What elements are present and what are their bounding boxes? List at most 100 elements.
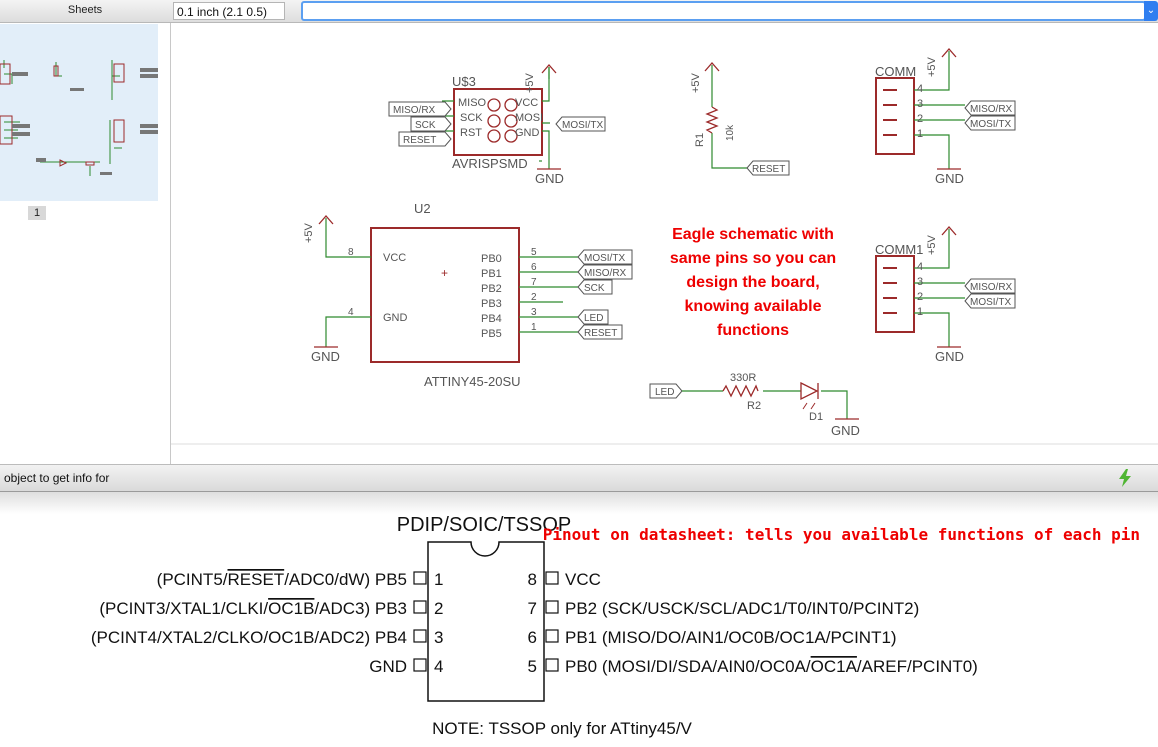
comm-pin-1: 1 (917, 128, 923, 140)
command-line-input[interactable] (301, 1, 1146, 21)
u2-num-1: 1 (531, 322, 537, 333)
u2-pin-pb0: PB0 (481, 253, 502, 265)
u3-label-miso: MISO/RX (393, 105, 436, 116)
u2-pin-gnd: GND (383, 312, 408, 324)
comm-gnd: GND (935, 171, 964, 186)
comm-pin-3: 3 (917, 98, 923, 110)
r2-ref: R2 (747, 400, 761, 412)
pin-desc-1: (PCINT5/RESET/ADC0/dW) PB5 (157, 570, 407, 589)
annotation-line-2: same pins so you can (670, 250, 836, 267)
ic-body (427, 541, 545, 702)
sheet-thumbnail[interactable] (0, 24, 158, 201)
resistor-r1[interactable]: +5V R1 10k RESET (690, 62, 790, 176)
comm1-label-mosi: MOSI/TX (970, 297, 1011, 308)
u2-ref: U2 (414, 201, 431, 216)
chevron-down-icon: ⌄ (1146, 5, 1156, 16)
command-history-dropdown[interactable]: ⌄ (1144, 1, 1158, 21)
sheet-number[interactable]: 1 (28, 206, 46, 220)
u2-label-mosi: MOSI/TX (584, 253, 625, 264)
pin-num-3: 3 (434, 628, 443, 647)
u2-pin-pb4: PB4 (481, 313, 502, 325)
sheets-panel: Sheets (0, 0, 171, 464)
pin-desc-4: GND (369, 657, 407, 676)
pin-desc-7: PB2 (SCK/USCK/SCL/ADC1/T0/INT0/PCINT2) (565, 599, 919, 618)
u2-pin-vcc: VCC (383, 252, 406, 264)
pin-desc-3: (PCINT4/XTAL2/CLKO/OC1B/ADC2) PB4 (91, 628, 407, 647)
u2-value: ATTINY45-20SU (424, 374, 521, 389)
u2-supply: +5V (303, 222, 315, 243)
annotation-line-5: functions (717, 322, 789, 339)
comm1-pin-3: 3 (917, 276, 923, 288)
led-net-label: LED (655, 387, 674, 398)
annotation-line-4: knowing available (685, 298, 822, 315)
u3-pin-rst: RST (460, 127, 482, 139)
r1-supply: +5V (690, 72, 702, 93)
pin-num-6: 6 (528, 628, 537, 647)
r1-ref: R1 (694, 133, 706, 147)
u2-label-miso: MISO/RX (584, 268, 627, 279)
sheets-header: Sheets (0, 0, 170, 23)
annotation-line-3: design the board, (686, 274, 819, 291)
u3-pin-miso: MISO (458, 97, 487, 109)
u2-label-sck: SCK (584, 283, 605, 294)
package-title: PDIP/SOIC/TSSOP (397, 514, 571, 536)
r1-label-reset: RESET (752, 164, 785, 175)
annotation-line-1: Eagle schematic with (672, 226, 834, 243)
attiny45-chip[interactable]: U2 ATTINY45-20SU VCC GND + 8 4 +5V GND P… (303, 201, 633, 389)
pin-num-1: 1 (434, 570, 443, 589)
avrisp-header[interactable]: U$3 AVRISPSMD MISO SCK RST VCC MOSI GND … (388, 64, 606, 186)
u2-label-led: LED (584, 313, 603, 324)
u2-gnd: GND (311, 349, 340, 364)
status-message: object to get info for (4, 471, 110, 485)
command-toolbar: 0.1 inch (2.1 0.5) ⌄ (170, 0, 1158, 23)
u3-label-mosi: MOSI/TX (562, 120, 603, 131)
schematic-drawing: .w{stroke:#2e8a2e;stroke-width:1.2;fill:… (171, 48, 1158, 445)
pin-num-5: 5 (528, 657, 537, 676)
tssop-note: NOTE: TSSOP only for ATtiny45/V (432, 719, 692, 738)
u2-gnd-num: 4 (348, 307, 354, 318)
comm-ref: COMM (875, 64, 916, 79)
comm1-pin-4: 4 (917, 261, 923, 273)
pin-desc-2: (PCINT3/XTAL1/CLKI/OC1B/ADC3) PB3 (99, 599, 407, 618)
pin-num-4: 4 (434, 657, 443, 676)
comm1-header[interactable]: COMM1 +5V GND 4 3 2 1 MISO/RX MOSI/TX (875, 226, 1016, 364)
led-circuit[interactable]: LED 330R R2 D1 GND (649, 372, 860, 438)
comm-label-mosi: MOSI/TX (970, 119, 1011, 130)
comm-header[interactable]: COMM +5V GND 4 3 2 1 MISO/RX MOSI/TX (875, 48, 1016, 186)
u2-label-reset: RESET (584, 328, 617, 339)
u3-pin-gnd: GND (515, 127, 540, 139)
u2-vcc-num: 8 (348, 247, 354, 258)
sheet-thumbnail-preview (0, 60, 158, 176)
comm1-pin-1: 1 (917, 306, 923, 318)
u2-origin-cross: + (441, 266, 448, 280)
pin-desc-8: VCC (565, 570, 601, 589)
lightning-icon[interactable] (1118, 469, 1132, 487)
u2-num-7: 7 (531, 277, 537, 288)
u3-supply: +5V (524, 72, 536, 93)
u3-label-sck: SCK (415, 120, 436, 131)
u2-num-3: 3 (531, 307, 537, 318)
u3-pin-sck: SCK (460, 112, 483, 124)
pin-desc-6: PB1 (MISO/DO/AIN1/OC0B/OC1A/PCINT1) (565, 628, 897, 647)
u2-pin-pb2: PB2 (481, 283, 502, 295)
u2-num-2: 2 (531, 292, 537, 303)
grid-coordinate-field[interactable]: 0.1 inch (2.1 0.5) (173, 2, 285, 20)
pin-num-2: 2 (434, 599, 443, 618)
r1-value: 10k (725, 124, 736, 141)
comm1-ref: COMM1 (875, 242, 923, 257)
led-gnd: GND (831, 423, 860, 438)
comm-pin-4: 4 (917, 83, 923, 95)
u3-gnd: GND (535, 171, 564, 186)
comm-pin-2: 2 (917, 113, 923, 125)
u3-pin-vcc: VCC (515, 97, 538, 109)
schematic-canvas[interactable]: .w{stroke:#2e8a2e;stroke-width:1.2;fill:… (171, 23, 1158, 464)
u3-label-reset: RESET (403, 135, 436, 146)
pin-num-8: 8 (528, 570, 537, 589)
pinout-annotation: Pinout on datasheet: tells you available… (543, 525, 1140, 544)
comm-label-miso: MISO/RX (970, 104, 1013, 115)
comm1-pin-2: 2 (917, 291, 923, 303)
d1-ref: D1 (809, 411, 823, 423)
pinout-diagram: PDIP/SOIC/TSSOP Pinout on datasheet: tel… (91, 514, 1140, 738)
u2-num-6: 6 (531, 262, 537, 273)
status-bar: object to get info for (0, 464, 1158, 492)
